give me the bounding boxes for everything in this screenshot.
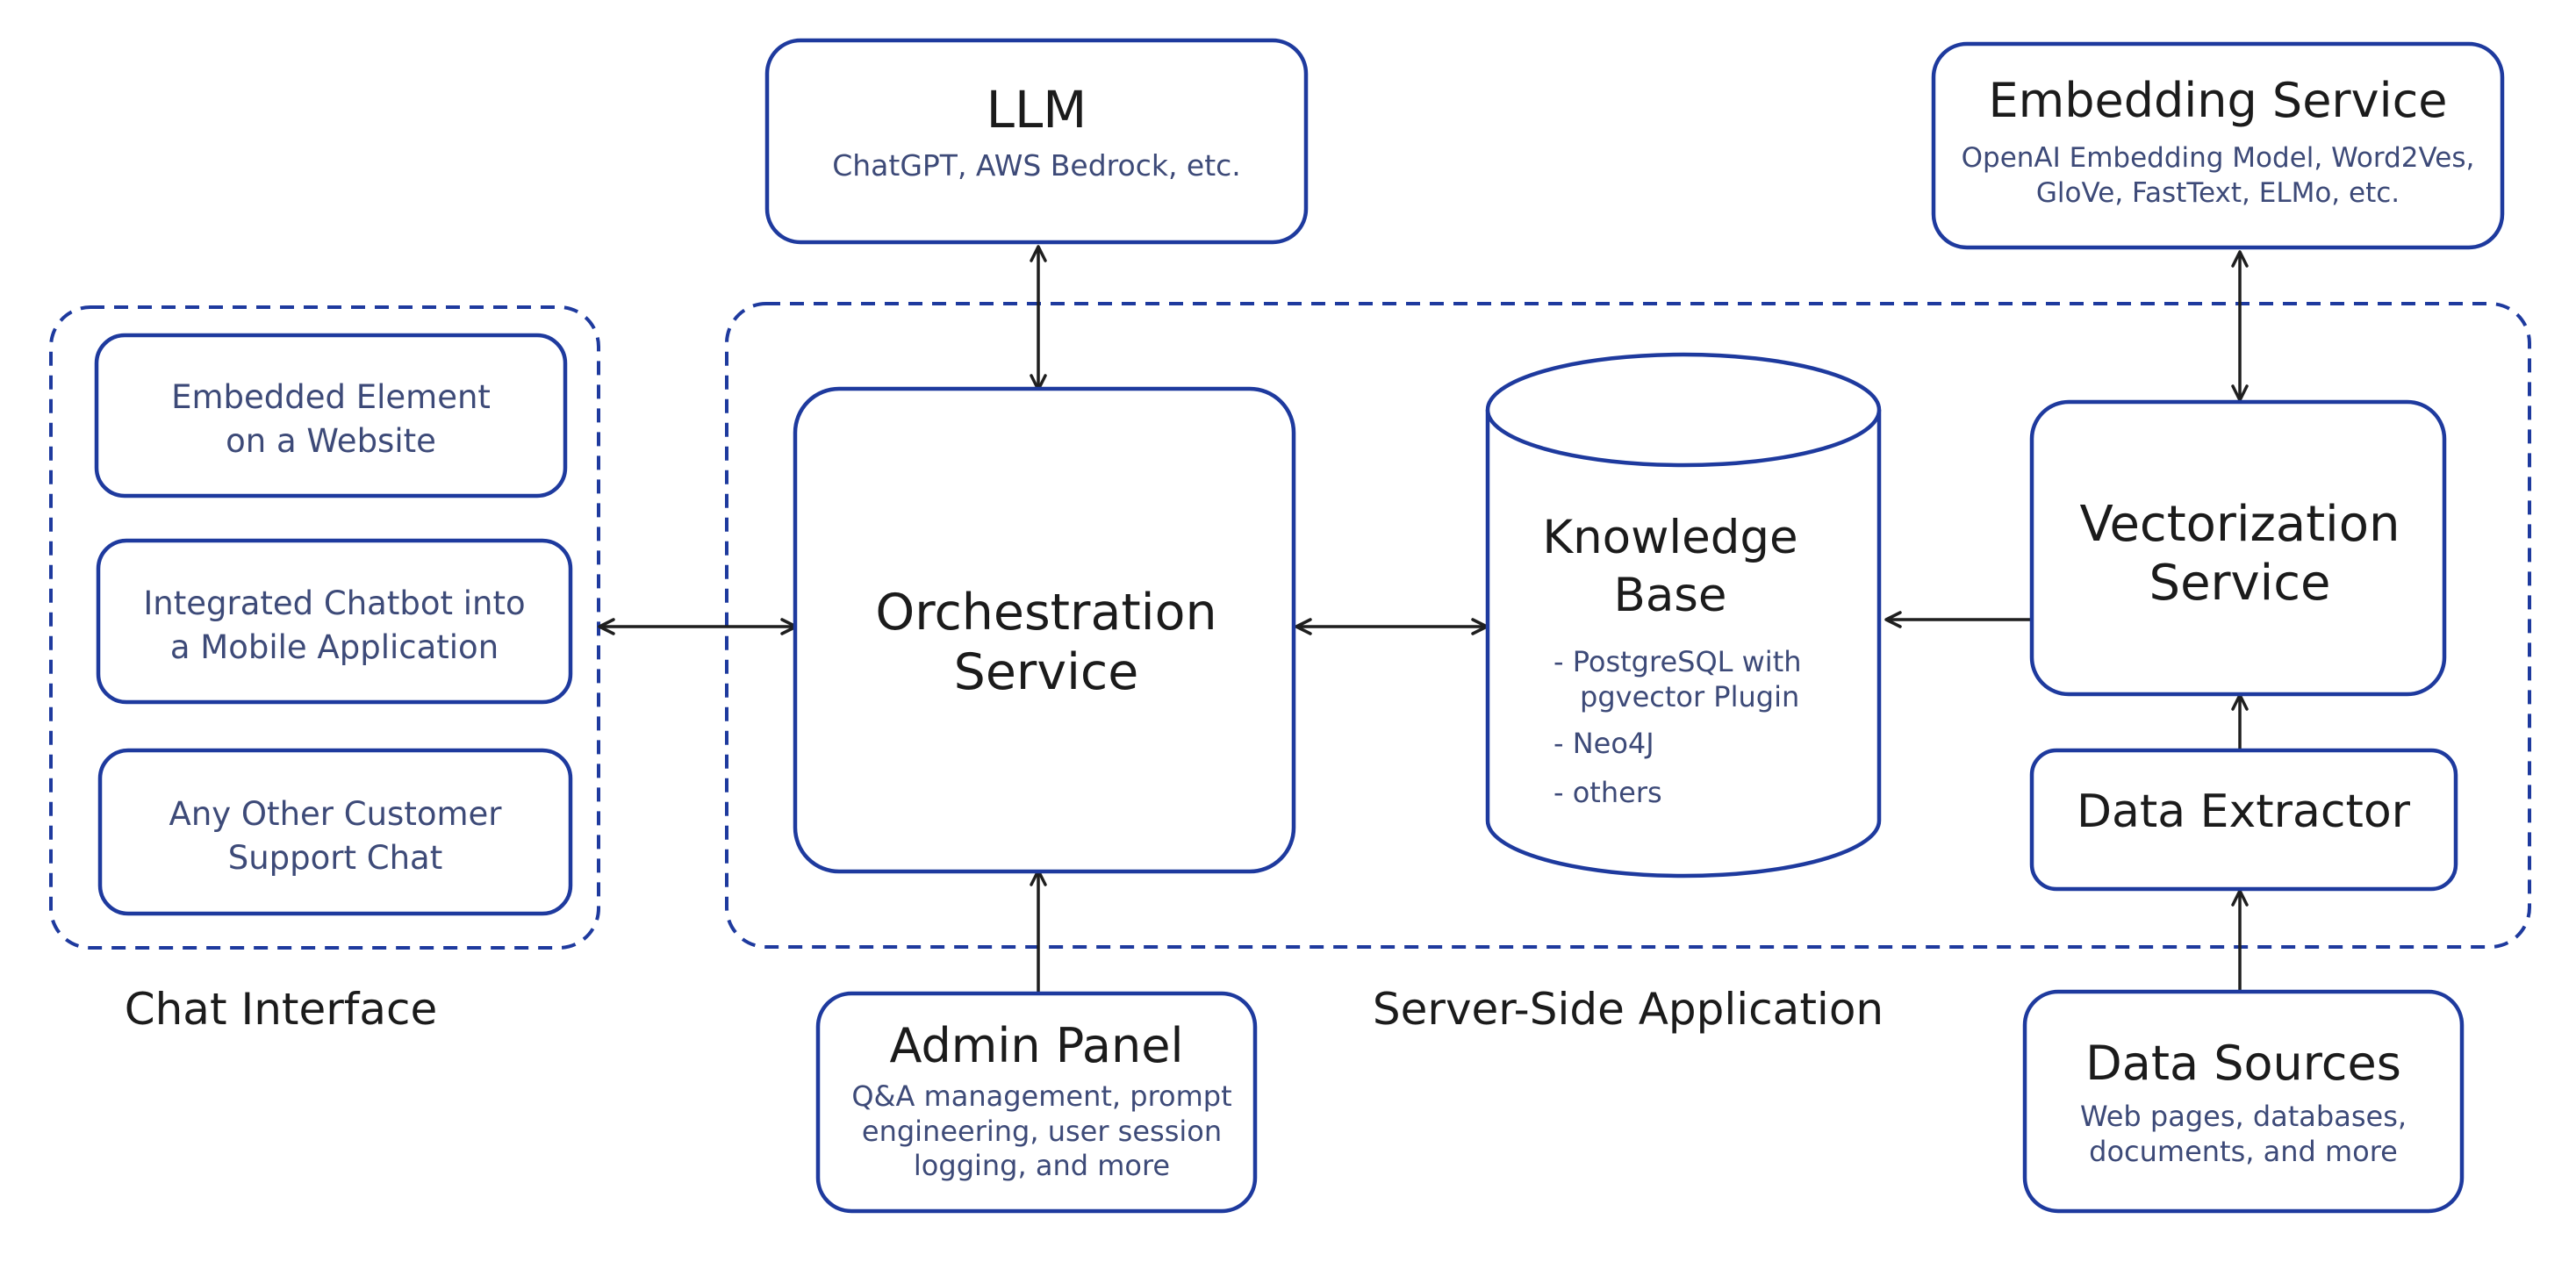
other-support-chat-line1: Any Other Customer — [169, 795, 503, 833]
data-extractor-title: Data Extractor — [2077, 785, 2411, 838]
data-sources-title: Data Sources — [2085, 1036, 2401, 1091]
mobile-chatbot-line1: Integrated Chatbot into — [143, 584, 525, 622]
embedded-element-line1: Embedded Element — [171, 378, 491, 416]
embedding-service-line2: GloVe, FastText, ELMo, etc. — [2036, 177, 2400, 209]
admin-panel-title: Admin Panel — [890, 1018, 1184, 1073]
embedding-service-title: Embedding Service — [1988, 73, 2447, 128]
orchestration-line2: Service — [954, 643, 1139, 701]
llm-box: LLM ChatGPT, AWS Bedrock, etc. — [764, 38, 1309, 245]
vectorization-line2: Service — [2149, 555, 2331, 612]
vectorization-service-box: Vectorization Service — [2029, 399, 2447, 697]
embedding-service-box: Embedding Service OpenAI Embedding Model… — [1931, 41, 2505, 250]
orchestration-service-box: Orchestration Service — [793, 386, 1296, 874]
llm-title: LLM — [987, 80, 1087, 140]
knowledge-base-item-others: - others — [1553, 776, 1662, 809]
llm-subtitle: ChatGPT, AWS Bedrock, etc. — [832, 148, 1241, 183]
knowledge-base-item-postgres: - PostgreSQL with — [1553, 645, 1802, 678]
data-sources-line1: Web pages, databases, — [2080, 1100, 2407, 1133]
knowledge-base-cylinder: Knowledge Base - PostgreSQL with pgvecto… — [1485, 352, 1882, 878]
chat-interface-label: Chat Interface — [125, 984, 438, 1035]
data-sources-box: Data Sources Web pages, databases, docum… — [2022, 989, 2465, 1214]
admin-panel-line2: engineering, user session — [862, 1115, 1222, 1148]
server-side-label: Server-Side Application — [1373, 984, 1884, 1035]
knowledge-base-line1: Knowledge — [1542, 511, 1797, 564]
data-extractor-box: Data Extractor — [2029, 748, 2458, 892]
other-support-chat-line2: Support Chat — [228, 839, 443, 877]
orchestration-line1: Orchestration — [875, 584, 1216, 642]
mobile-chatbot-box: Integrated Chatbot into a Mobile Applica… — [96, 538, 573, 705]
embedded-element-box: Embedded Element on a Website — [94, 333, 568, 498]
admin-panel-line1: Q&A management, prompt — [851, 1079, 1231, 1113]
admin-panel-box: Admin Panel Q&A management, prompt engin… — [815, 991, 1258, 1214]
vectorization-line1: Vectorization — [2080, 496, 2400, 553]
mobile-chatbot-line2: a Mobile Application — [170, 628, 499, 666]
knowledge-base-item-pgvector: pgvector Plugin — [1580, 680, 1799, 713]
knowledge-base-line2: Base — [1613, 569, 1726, 622]
admin-panel-line3: logging, and more — [914, 1149, 1170, 1182]
other-support-chat-box: Any Other Customer Support Chat — [97, 748, 573, 916]
data-sources-line2: documents, and more — [2089, 1135, 2398, 1168]
embedded-element-line2: on a Website — [226, 422, 436, 460]
knowledge-base-item-neo4j: - Neo4J — [1553, 727, 1654, 760]
embedding-service-line1: OpenAI Embedding Model, Word2Ves, — [1962, 142, 2475, 174]
